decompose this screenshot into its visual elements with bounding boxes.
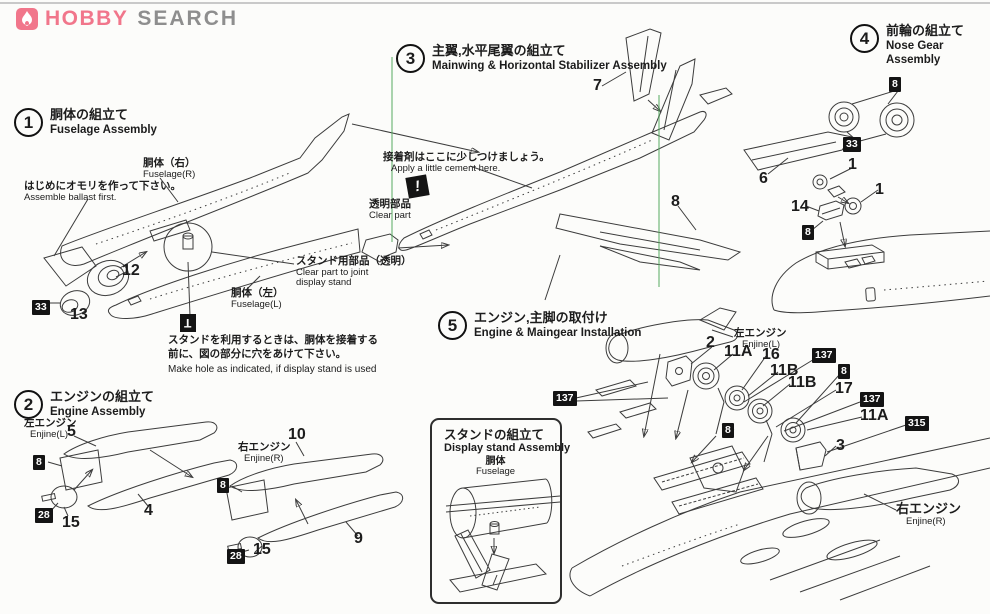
step1-heading: 1 胴体の組立て Fuselage Assembly: [14, 107, 157, 137]
part-label-6: 6: [759, 170, 768, 187]
step3-heading: 3 主翼,水平尾翼の組立て Mainwing & Horizontal Stab…: [396, 43, 667, 73]
part-box-28: 28: [227, 549, 245, 565]
stand-title: スタンドの組立て Display stand Assembly: [444, 428, 571, 455]
step3-title-en: Mainwing & Horizontal Stabilizer Assembl…: [432, 59, 667, 72]
part-box-8: 8: [722, 423, 734, 439]
art-step3: [361, 28, 742, 301]
part-box-8: 8: [802, 225, 814, 241]
scan-artifact-line: [658, 95, 660, 287]
part-box-33: 33: [32, 300, 50, 316]
step4-heading: 4 前輪の組立て Nose Gear Assembly: [850, 23, 990, 68]
note-cement: 接着剤はここに少しつけましょう。 Apply a little cement h…: [383, 151, 550, 174]
step1-title-jp: 胴体の組立て: [50, 107, 129, 122]
part-box-8: 8: [217, 478, 229, 494]
scan-artifact-line: [391, 57, 393, 242]
step2-title-en: Engine Assembly: [50, 405, 146, 418]
step5-heading: 5 エンジン,主脚の取付け Engine & Maingear Installa…: [438, 310, 642, 340]
part-label-15: 15: [62, 514, 80, 531]
logo-text-hobby: HOBBY: [45, 7, 129, 30]
part-box-315: 315: [905, 416, 929, 432]
part-box-8: 8: [838, 364, 850, 380]
part-label-17: 17: [835, 380, 853, 397]
label-engine-left: 左エンジン Enjine(L): [734, 327, 787, 350]
part-label-4: 4: [144, 502, 153, 519]
part-label-12: 12: [122, 262, 140, 279]
step5-title-en: Engine & Maingear Installation: [474, 326, 642, 339]
step3-number: 3: [396, 44, 425, 73]
art-step4: [743, 90, 990, 314]
part-label-11B: 11B: [770, 362, 799, 379]
art-step1: [43, 113, 478, 319]
part-label-9: 9: [354, 530, 363, 547]
part-box-28: 28: [35, 508, 53, 524]
part-box-137: 137: [812, 348, 836, 364]
label-clear-part: 透明部品 Clear part: [369, 198, 411, 221]
art-stand: [445, 478, 561, 593]
label-engine-right: 右エンジン Enjine(R): [238, 441, 291, 464]
part-label-13: 13: [70, 306, 88, 323]
label-fuselage-left: 胴体（左） Fuselage(L): [231, 287, 284, 310]
logo-text-search: SEARCH: [137, 7, 239, 30]
part-label-14: 14: [791, 198, 809, 215]
part-box-33: 33: [843, 137, 861, 153]
display-stand-panel: スタンドの組立て Display stand Assembly 胴体 Fusel…: [430, 418, 570, 604]
note-ballast: はじめにオモリを作って下さい。 Assemble ballast first.: [24, 180, 181, 203]
step2-number: 2: [14, 390, 43, 419]
label-engine-left: 左エンジン Enjine(L): [24, 417, 77, 440]
part-label-11A: 11A: [860, 407, 889, 424]
part-label-3: 3: [836, 437, 845, 454]
part-box-8: 8: [889, 77, 901, 93]
label-engine-right: 右エンジン Enjine(R): [896, 501, 962, 527]
part-label-11B: 11B: [788, 374, 817, 391]
step2-title-jp: エンジンの組立て: [50, 389, 155, 404]
part-box-8: 8: [33, 455, 45, 471]
part-label-15: 15: [253, 541, 271, 558]
flame-icon: [16, 8, 38, 30]
part-label-5: 5: [67, 423, 76, 440]
step5-number: 5: [438, 311, 467, 340]
cement-icon: !: [405, 174, 430, 199]
label-fuselage-right: 胴体（右） Fuselage(R): [143, 157, 196, 180]
note-drill-hole: スタンドを利用するときは、胴体を接着する 前に、図の部分に穴をあけて下さい。 M…: [168, 334, 378, 376]
part-label-1: 1: [848, 156, 857, 173]
part-label-8: 8: [671, 193, 680, 210]
art-step5: [569, 307, 990, 601]
hobby-search-logo: HOBBY SEARCH: [16, 7, 238, 31]
top-rule: [0, 2, 990, 4]
label-stand-clear-part: スタンド用部品（透明） Clear part to joint display …: [296, 255, 412, 289]
part-label-10: 10: [288, 426, 306, 443]
part-box-137: 137: [860, 392, 884, 408]
part-label-7: 7: [593, 77, 602, 94]
part-label-16: 16: [762, 346, 780, 363]
step4-title-en: Nose Gear Assembly: [886, 39, 944, 67]
step1-number: 1: [14, 108, 43, 137]
step3-title-jp: 主翼,水平尾翼の組立て: [432, 43, 566, 58]
step4-number: 4: [850, 24, 879, 53]
step4-title-jp: 前輪の組立て: [886, 23, 965, 38]
part-box-137: 137: [553, 391, 577, 407]
step1-title-en: Fuselage Assembly: [50, 123, 157, 136]
part-label-11A: 11A: [724, 343, 753, 360]
stand-fuselage-label: 胴体 Fuselage: [476, 456, 516, 478]
step2-heading: 2 エンジンの組立て Engine Assembly: [14, 389, 155, 419]
part-label-1: 1: [875, 181, 884, 198]
drill-hole-icon: T: [180, 314, 196, 332]
step5-title-jp: エンジン,主脚の取付け: [474, 310, 608, 325]
part-label-2: 2: [706, 334, 715, 351]
art-step2: [41, 421, 404, 558]
